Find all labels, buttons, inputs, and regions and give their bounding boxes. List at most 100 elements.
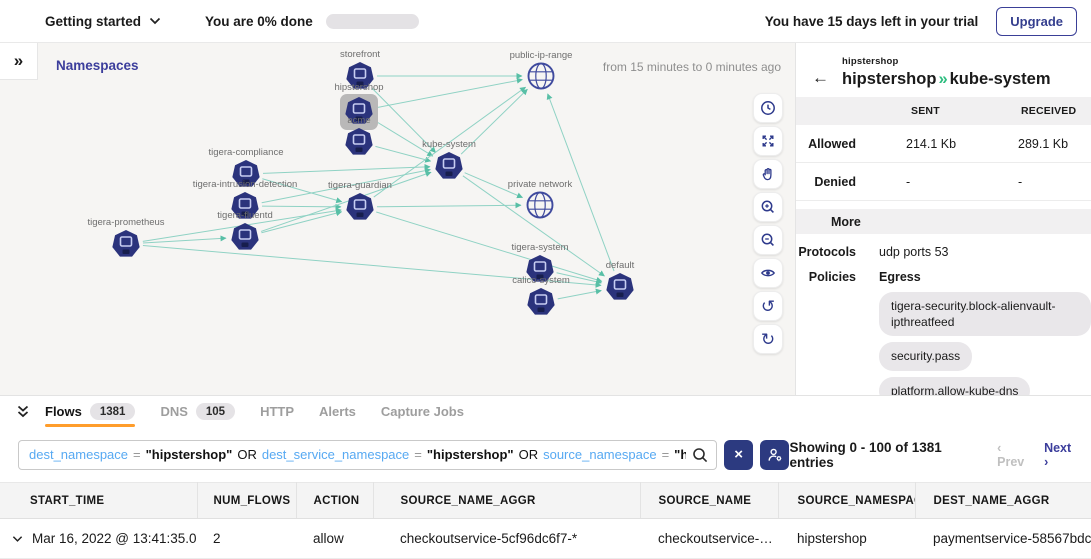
- tab-capture-jobs[interactable]: Capture Jobs: [381, 396, 464, 427]
- allowed-row-label: Allowed: [796, 125, 882, 163]
- allowed-received-value: 289.1 Kb: [994, 125, 1091, 163]
- policy-chip[interactable]: security.pass: [879, 342, 973, 371]
- close-icon: ×: [734, 446, 743, 463]
- graph-node-default[interactable]: default: [606, 260, 635, 300]
- expand-row-chevron-icon[interactable]: [12, 531, 23, 546]
- svg-text:tigera-intrusion-detection: tigera-intrusion-detection: [193, 179, 298, 190]
- svg-text:tigera-system: tigera-system: [511, 242, 568, 253]
- graph-node-tigera-system[interactable]: tigera-system: [511, 242, 569, 282]
- zoom-out-button[interactable]: [753, 225, 783, 255]
- filter-token-field: dest_namespace: [29, 447, 129, 462]
- received-column-header: RECEIVED: [994, 97, 1091, 125]
- protocols-label: Protocols: [798, 245, 856, 259]
- visibility-button[interactable]: [753, 258, 783, 288]
- filter-token-value: "hipstershop": [674, 447, 686, 462]
- svg-text:acme: acme: [347, 115, 370, 126]
- double-chevron-separator: »: [938, 70, 948, 88]
- flows-tabs-bar: Flows 1381 DNS 105 HTTP Alerts Capture Jobs: [0, 395, 1091, 427]
- filter-token-keyword: OR: [237, 447, 257, 462]
- zoom-in-icon: [761, 200, 774, 213]
- back-button[interactable]: ←: [812, 68, 829, 87]
- graph-edge-calico-system-default: [557, 288, 602, 300]
- graph-node-tigera-intrusion-detection[interactable]: tigera-intrusion-detection: [193, 179, 298, 219]
- undo-button[interactable]: ↺: [753, 291, 783, 321]
- refresh-button[interactable]: ↻: [753, 324, 783, 354]
- graph-edge-tigera-system-default: [556, 272, 602, 285]
- svg-text:tigera-prometheus: tigera-prometheus: [87, 217, 164, 228]
- fit-screen-icon: [762, 135, 774, 147]
- tab-http[interactable]: HTTP: [260, 396, 294, 427]
- graph-node-private-network[interactable]: private network: [508, 179, 573, 219]
- search-icon[interactable]: [692, 447, 709, 469]
- clear-filter-button[interactable]: ×: [724, 439, 754, 470]
- time-range-label: from 15 minutes to 0 minutes ago: [602, 60, 781, 74]
- graph-node-tigera-fluentd[interactable]: tigera-fluentd: [217, 210, 273, 250]
- cell-value: Mar 16, 2022 @ 13:41:35.000: [32, 531, 197, 546]
- tab-count-badge: 1381: [89, 403, 136, 420]
- graph-edge-tigera-guardian-private-network: [376, 202, 522, 209]
- showing-entries-label: Showing 0 - 100 of 1381 entries: [789, 439, 942, 470]
- cell-value: checkoutservice-…: [640, 518, 778, 559]
- graph-toolbar: ↺ ↻: [753, 93, 783, 354]
- graph-node-calico-system[interactable]: calico-system: [512, 275, 570, 315]
- graph-title: Namespaces: [56, 58, 139, 73]
- policy-chip[interactable]: tigera-security.block-alienvault-ipthrea…: [879, 292, 1091, 337]
- denied-sent-value: -: [882, 163, 994, 201]
- edge-details-panel: ← hipstershop hipstershop»kube-system SE…: [796, 43, 1091, 395]
- tab-flows[interactable]: Flows 1381: [45, 396, 136, 427]
- prev-page-button[interactable]: ‹ Prev: [997, 440, 1025, 469]
- graph-edge-acme-kube-system: [375, 145, 432, 163]
- column-header-source_name[interactable]: SOURCE_NAME: [640, 482, 779, 519]
- graph-node-tigera-guardian[interactable]: tigera-guardian: [328, 180, 392, 220]
- graph-node-kube-system[interactable]: kube-system: [422, 139, 476, 179]
- graph-node-storefront[interactable]: storefront: [340, 49, 380, 89]
- filter-token-keyword: OR: [518, 447, 539, 462]
- graph-node-tigera-prometheus[interactable]: tigera-prometheus: [87, 217, 165, 257]
- column-header-source_namespace[interactable]: SOURCE_NAMESPACE: [778, 482, 916, 519]
- allowed-sent-value: 214.1 Kb: [882, 125, 994, 163]
- topology-graph[interactable]: storefront public-ip-range hipstershop acme…: [0, 43, 795, 395]
- getting-started-dropdown[interactable]: Getting started: [45, 14, 161, 29]
- refresh-icon: ↻: [760, 329, 776, 349]
- policy-chip[interactable]: platform.allow-kube-dns: [879, 376, 1031, 395]
- expand-sidebar-button[interactable]: »: [0, 43, 38, 80]
- next-page-button[interactable]: Next ›: [1044, 440, 1072, 469]
- column-header-source_name_aggr[interactable]: SOURCE_NAME_AGGR: [373, 482, 641, 519]
- graph-node-tigera-compliance[interactable]: tigera-compliance: [209, 147, 284, 187]
- svg-text:hipstershop: hipstershop: [334, 82, 383, 93]
- svg-text:public-ip-range: public-ip-range: [510, 50, 573, 61]
- collapse-panel-button[interactable]: [13, 402, 33, 421]
- fit-screen-button[interactable]: [753, 126, 783, 156]
- column-header-action[interactable]: ACTION: [296, 482, 374, 519]
- column-header-start_time[interactable]: START_TIME: [0, 482, 198, 519]
- chevron-left-icon: ‹: [997, 440, 1002, 455]
- graph-node-hipstershop[interactable]: hipstershop: [334, 82, 384, 130]
- graph-node-public-ip-range[interactable]: public-ip-range: [510, 50, 573, 90]
- pan-button[interactable]: [753, 159, 783, 189]
- tab-label: Capture Jobs: [380, 404, 464, 419]
- zoom-in-button[interactable]: [753, 192, 783, 222]
- svg-text:kube-system: kube-system: [422, 139, 476, 150]
- user-settings-button[interactable]: [760, 439, 790, 470]
- column-header-num_flows[interactable]: NUM_FLOWS: [197, 482, 297, 519]
- tab-label: DNS: [160, 404, 188, 419]
- upgrade-button[interactable]: Upgrade: [996, 6, 1077, 36]
- cell-value: paymentservice-58567bdcc-*: [915, 518, 1091, 559]
- graph-edge-tigera-fluentd-tigera-guardian: [261, 210, 343, 234]
- tab-alerts[interactable]: Alerts: [319, 396, 356, 427]
- eye-icon: [760, 269, 776, 277]
- trial-countdown-label: You have 15 days left in your trial: [764, 13, 979, 29]
- tab-count-badge: 105: [195, 403, 236, 420]
- svg-text:private network: private network: [508, 179, 573, 190]
- graph-node-acme[interactable]: acme: [345, 115, 373, 155]
- time-settings-button[interactable]: [753, 93, 783, 123]
- tab-dns[interactable]: DNS 105: [160, 396, 236, 427]
- tab-label: Flows: [45, 404, 82, 419]
- column-header-dest_name_aggr[interactable]: DEST_NAME_AGGR: [915, 482, 1091, 519]
- filter-token-field: dest_service_namespace: [261, 447, 410, 462]
- graph-edge-tigera-prometheus-default: [142, 244, 602, 288]
